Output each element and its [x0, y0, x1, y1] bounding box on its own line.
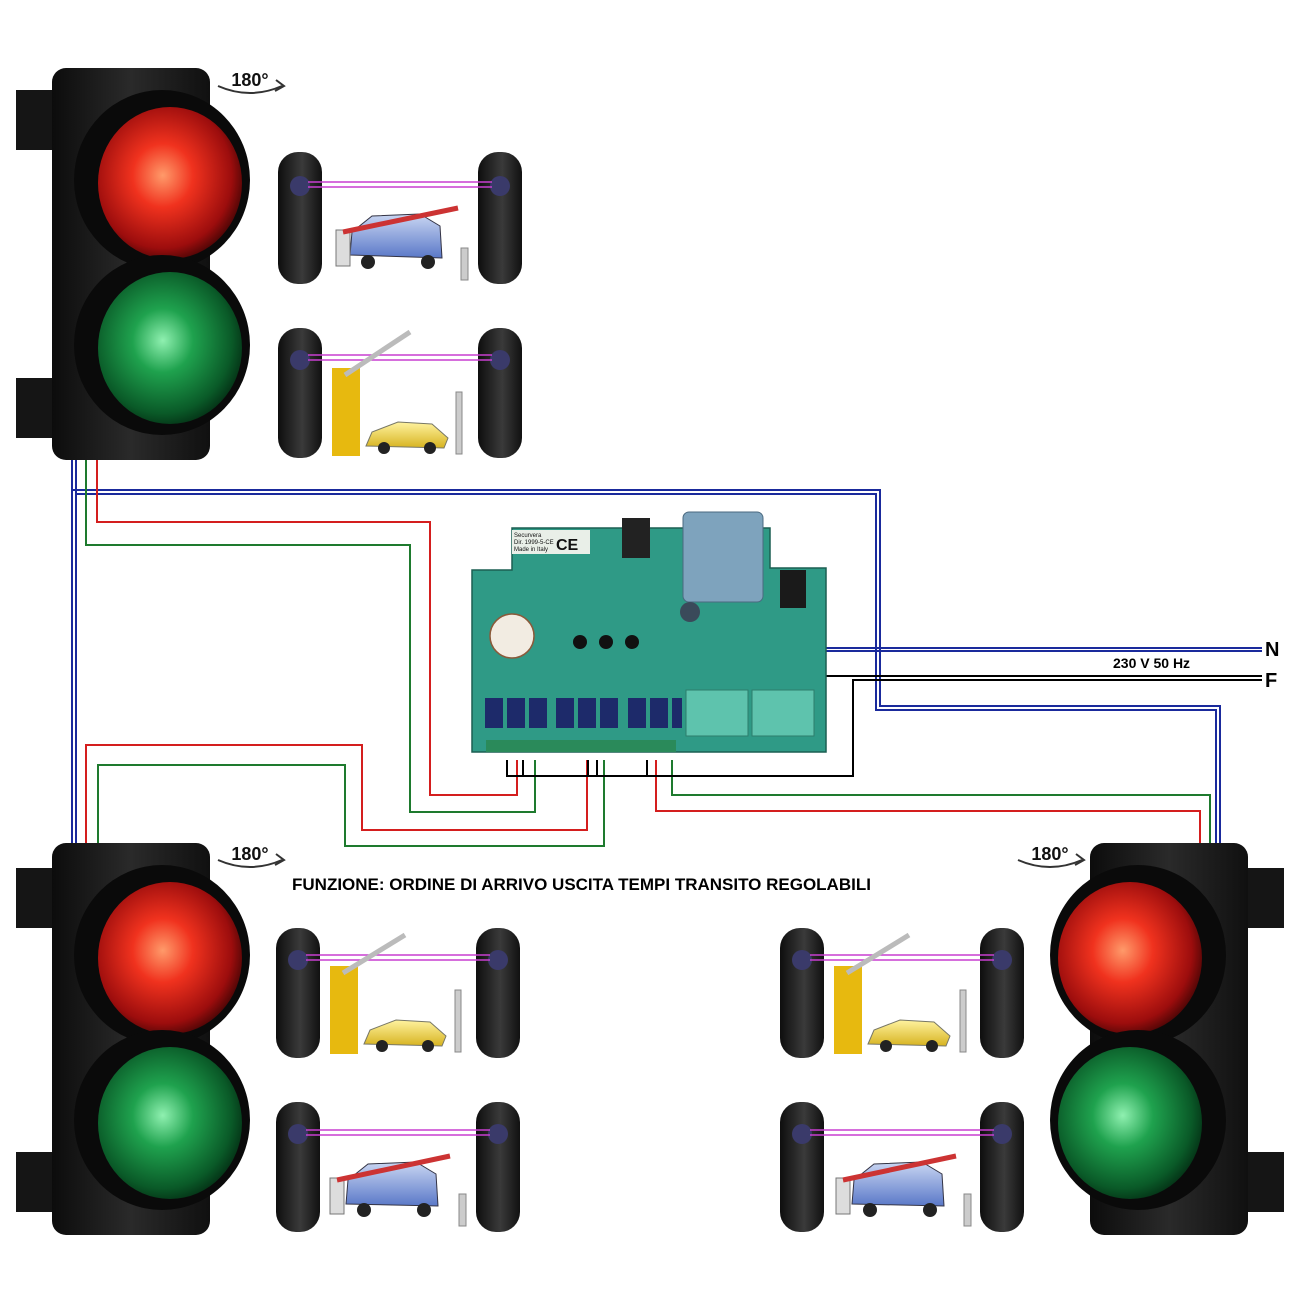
red-lamp [98, 107, 242, 259]
barrier-post [335, 229, 351, 267]
rotation-label: 180° [1031, 844, 1068, 864]
board-origin: Made in Italy [514, 547, 548, 553]
board-brand: Securvera [514, 533, 542, 539]
supply-label: 230 V 50 Hz [1113, 655, 1190, 671]
green-lamp [98, 1047, 242, 1199]
relay-module [685, 689, 749, 737]
barrier-rest [458, 1193, 467, 1227]
barrier-post [330, 966, 358, 1054]
relay [529, 698, 547, 728]
power-terminal [780, 570, 806, 608]
heatsink [622, 518, 650, 558]
photocell-receiver [476, 928, 520, 1058]
wire-black [522, 760, 648, 776]
green-lamp [1058, 1047, 1202, 1199]
photocell-pair [276, 928, 520, 1058]
barrier-rest [963, 1193, 972, 1227]
rotation-label: 180° [231, 844, 268, 864]
relay [485, 698, 503, 728]
wire-green [85, 458, 536, 813]
wire-green [671, 760, 1211, 843]
photocell-pair [780, 1102, 1024, 1232]
photocell-receiver [476, 1102, 520, 1232]
red-lamp [1058, 882, 1202, 1034]
barrier-arm [336, 1153, 451, 1183]
photocell-pair [276, 1102, 520, 1232]
wire-blue [72, 489, 1221, 843]
photocell-transmitter [278, 328, 322, 458]
main-title: FUNZIONE: ORDINE DI ARRIVO USCITA TEMPI … [292, 875, 871, 894]
wire-blue [71, 458, 77, 843]
traffic-light-bottom-left [16, 843, 250, 1235]
barrier-post [834, 966, 862, 1054]
photocell-receiver [980, 1102, 1024, 1232]
barrier-rest [454, 989, 462, 1053]
relay [650, 698, 668, 728]
wire-black [506, 679, 1262, 777]
green-lamp [98, 272, 242, 424]
photocell-pair [278, 328, 522, 458]
rotation-arrow-icon [217, 85, 283, 94]
rotation-label: 180° [231, 70, 268, 90]
relay [672, 698, 682, 728]
barrier-arm [842, 1153, 957, 1183]
barrier-arm [342, 205, 459, 235]
wire-blue [789, 630, 1262, 652]
rotation-arrow-icon [1017, 859, 1083, 868]
photocell-transmitter [276, 928, 320, 1058]
board-label-area [512, 530, 590, 554]
relay [628, 698, 646, 728]
photocell-receiver [980, 928, 1024, 1058]
wire-blue [76, 493, 1217, 843]
car-yellow-icon [365, 421, 449, 454]
relay [556, 698, 574, 728]
car-yellow-icon [363, 1019, 447, 1052]
relay [507, 698, 525, 728]
relay-module [751, 689, 815, 737]
photocell-transmitter [276, 1102, 320, 1232]
capacitor [680, 602, 700, 622]
wire-green [97, 760, 605, 847]
barrier-rest [460, 247, 469, 281]
photocell-receiver [478, 152, 522, 284]
rotation-badge: 180° [217, 844, 286, 868]
barrier-post [835, 1177, 851, 1215]
car-yellow-icon [867, 1019, 951, 1052]
photocell-transmitter [780, 928, 824, 1058]
wire-red [85, 744, 588, 843]
controller-board: Securvera Dir. 1999-5-CE Made in Italy C… [471, 511, 827, 753]
rotation-badge: 180° [1017, 844, 1086, 868]
barrier-rest [455, 391, 463, 455]
phase-label: F [1265, 670, 1277, 692]
photocell-transmitter [780, 1102, 824, 1232]
ce-mark: CE [556, 537, 579, 554]
barrier-arm [845, 932, 911, 976]
transformer [682, 511, 764, 603]
rotation-badge: 180° [217, 70, 286, 94]
relay [578, 698, 596, 728]
wire-red [655, 760, 1201, 843]
relay [600, 698, 618, 728]
traffic-light-top-left [16, 68, 250, 460]
brand-logo [489, 613, 535, 659]
red-lamp [98, 882, 242, 1034]
barrier-post [329, 1177, 345, 1215]
rotation-arrow-icon [217, 859, 283, 868]
barrier-arm [343, 329, 412, 378]
wire-red [96, 458, 518, 796]
barrier-post [332, 368, 360, 456]
board-directive: Dir. 1999-5-CE [514, 540, 554, 546]
terminal-block [486, 740, 676, 752]
traffic-light-bottom-right [1050, 843, 1284, 1235]
photocell-pair [278, 152, 522, 284]
photocell-pair [780, 928, 1024, 1058]
neutral-label: N [1265, 639, 1279, 661]
barrier-rest [959, 989, 967, 1053]
barrier-arm [341, 932, 407, 976]
photocell-transmitter [278, 152, 322, 284]
photocell-receiver [478, 328, 522, 458]
